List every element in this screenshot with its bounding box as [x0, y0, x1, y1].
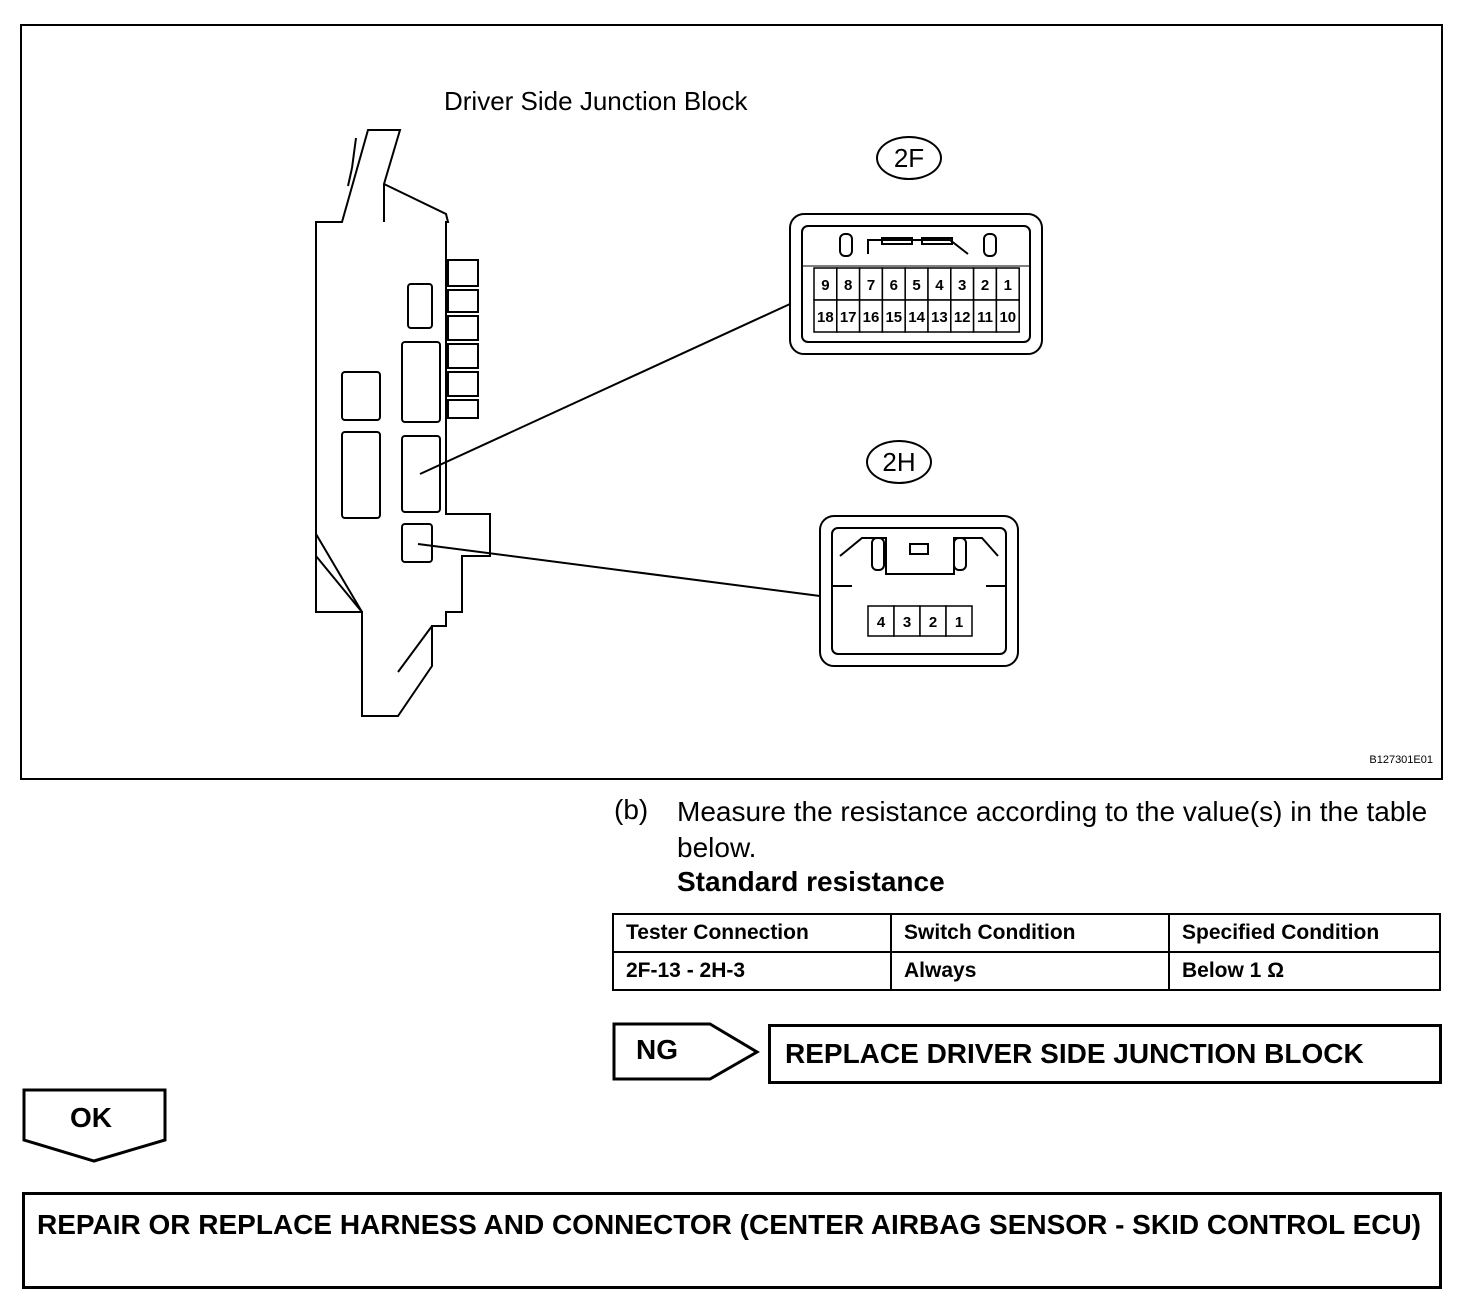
pin-number: 8 [844, 277, 852, 294]
pin-number: 5 [912, 277, 920, 294]
pin-number: 16 [863, 309, 880, 326]
table-header-row: Tester Connection Switch Condition Speci… [612, 913, 1441, 953]
pin-number: 3 [903, 614, 911, 631]
pin-number: 6 [890, 277, 898, 294]
pin-cell [919, 605, 947, 637]
figure-code: B127301E01 [1369, 754, 1433, 766]
cell-tester-connection: 2F-13 - 2H-3 [612, 951, 892, 991]
step-instruction: Measure the resistance according to the … [677, 796, 1428, 863]
standard-resistance-title: Standard resistance [677, 866, 945, 897]
connector-2f-label: 2F [876, 136, 942, 180]
pin-cell [945, 605, 973, 637]
pin-number: 3 [958, 277, 966, 294]
ng-action-box: REPLACE DRIVER SIDE JUNCTION BLOCK [768, 1024, 1442, 1084]
pin-number: 17 [840, 309, 857, 326]
pin-number: 10 [999, 309, 1016, 326]
pin-number: 2 [981, 277, 989, 294]
ok-arrow [22, 1088, 167, 1163]
leader-line-2f [419, 303, 791, 475]
header-specified-condition: Specified Condition [1168, 913, 1441, 953]
pin-number: 7 [867, 277, 875, 294]
pin-number: 4 [877, 614, 886, 631]
pin-number: 11 [977, 309, 993, 326]
ng-arrow [612, 1022, 760, 1081]
pin-number: 4 [935, 277, 944, 294]
pin-number: 13 [931, 309, 948, 326]
cell-switch-condition: Always [890, 951, 1170, 991]
cell-specified-condition: Below 1 Ω [1168, 951, 1441, 991]
pin-number: 14 [908, 309, 925, 326]
pin-number: 9 [821, 277, 829, 294]
pin-number: 1 [955, 614, 963, 631]
diagram-title: Driver Side Junction Block [444, 86, 748, 116]
pin-number: 15 [885, 309, 902, 326]
ok-label: OK [70, 1102, 112, 1133]
pin-number: 18 [817, 309, 834, 326]
header-switch-condition: Switch Condition [890, 913, 1170, 953]
resistance-table: Tester Connection Switch Condition Speci… [612, 913, 1441, 991]
leader-line-2h [417, 543, 821, 597]
pin-number: 12 [954, 309, 971, 326]
table-row: 2F-13 - 2H-3 Always Below 1 Ω [612, 951, 1441, 991]
junction-block-body [315, 129, 491, 717]
ok-action-box: REPAIR OR REPLACE HARNESS AND CONNECTOR … [22, 1192, 1442, 1289]
pin-number: 1 [1004, 277, 1012, 294]
pin-number: 2 [929, 614, 937, 631]
header-tester-connection: Tester Connection [612, 913, 892, 953]
connector-2h-label: 2H [866, 440, 932, 484]
step-prefix: (b) [614, 794, 649, 825]
ng-label: NG [636, 1034, 678, 1065]
pin-cell [995, 299, 1020, 333]
